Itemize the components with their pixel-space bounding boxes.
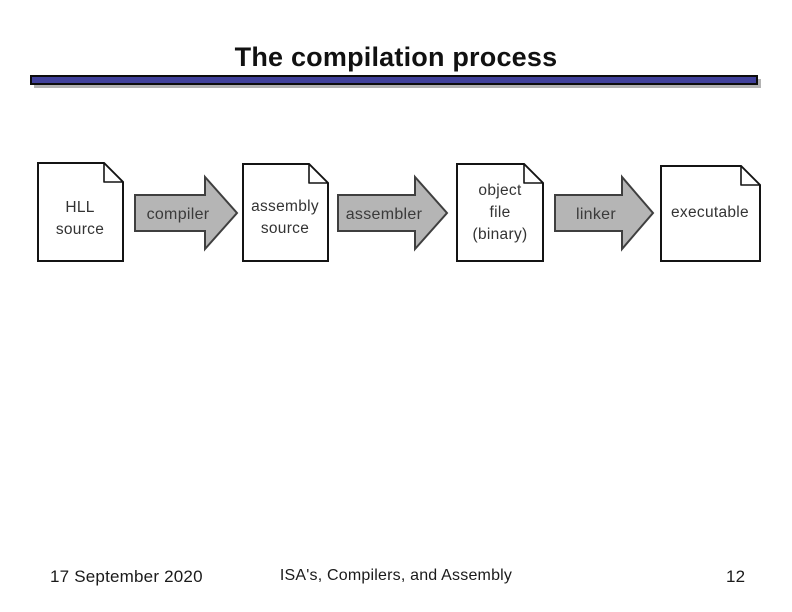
document-assembly-source: assembly source (242, 163, 329, 262)
arrow-label: assembler (346, 206, 423, 223)
footer-course-title: ISA's, Compilers, and Assembly (279, 567, 513, 584)
document-shape (242, 163, 329, 262)
folded-corner-icon (308, 163, 329, 184)
arrow-label: linker (576, 206, 616, 223)
document-shape (456, 163, 544, 262)
document-executable: executable (660, 165, 761, 262)
document-label-line: assembly (251, 198, 319, 215)
arrow-right-shape (337, 174, 449, 252)
document-label-line: HLL (65, 199, 94, 216)
arrow-label: compiler (147, 206, 210, 223)
document-label-line: file (489, 204, 510, 221)
arrow-right-shape (134, 174, 239, 252)
arrow-compiler: compiler (134, 174, 239, 252)
footer-date: 17 September 2020 (50, 567, 203, 586)
arrow-right-shape (554, 174, 655, 252)
document-label-line: object (478, 182, 522, 199)
document-label-line: (binary) (473, 226, 528, 243)
folded-corner-icon (103, 162, 124, 183)
footer-page-number: 12 (726, 567, 746, 586)
document-shape (37, 162, 124, 262)
title-underline-bar (30, 75, 761, 88)
page-title: The compilation process (234, 42, 558, 72)
document-object-file: object file (binary) (456, 163, 544, 262)
arrow-linker: linker (554, 174, 655, 252)
arrow-assembler: assembler (337, 174, 449, 252)
document-shape (660, 165, 761, 262)
compilation-process-diagram: compiler assembler linker HLL source ass… (37, 162, 761, 262)
folded-corner-icon (740, 165, 761, 186)
document-hll-source: HLL source (37, 162, 124, 262)
folded-corner-icon (523, 163, 544, 184)
title-underline-bar-fill (30, 75, 758, 85)
document-label-line: executable (671, 204, 749, 221)
document-label-line: source (261, 220, 309, 237)
document-label-line: source (56, 221, 104, 238)
